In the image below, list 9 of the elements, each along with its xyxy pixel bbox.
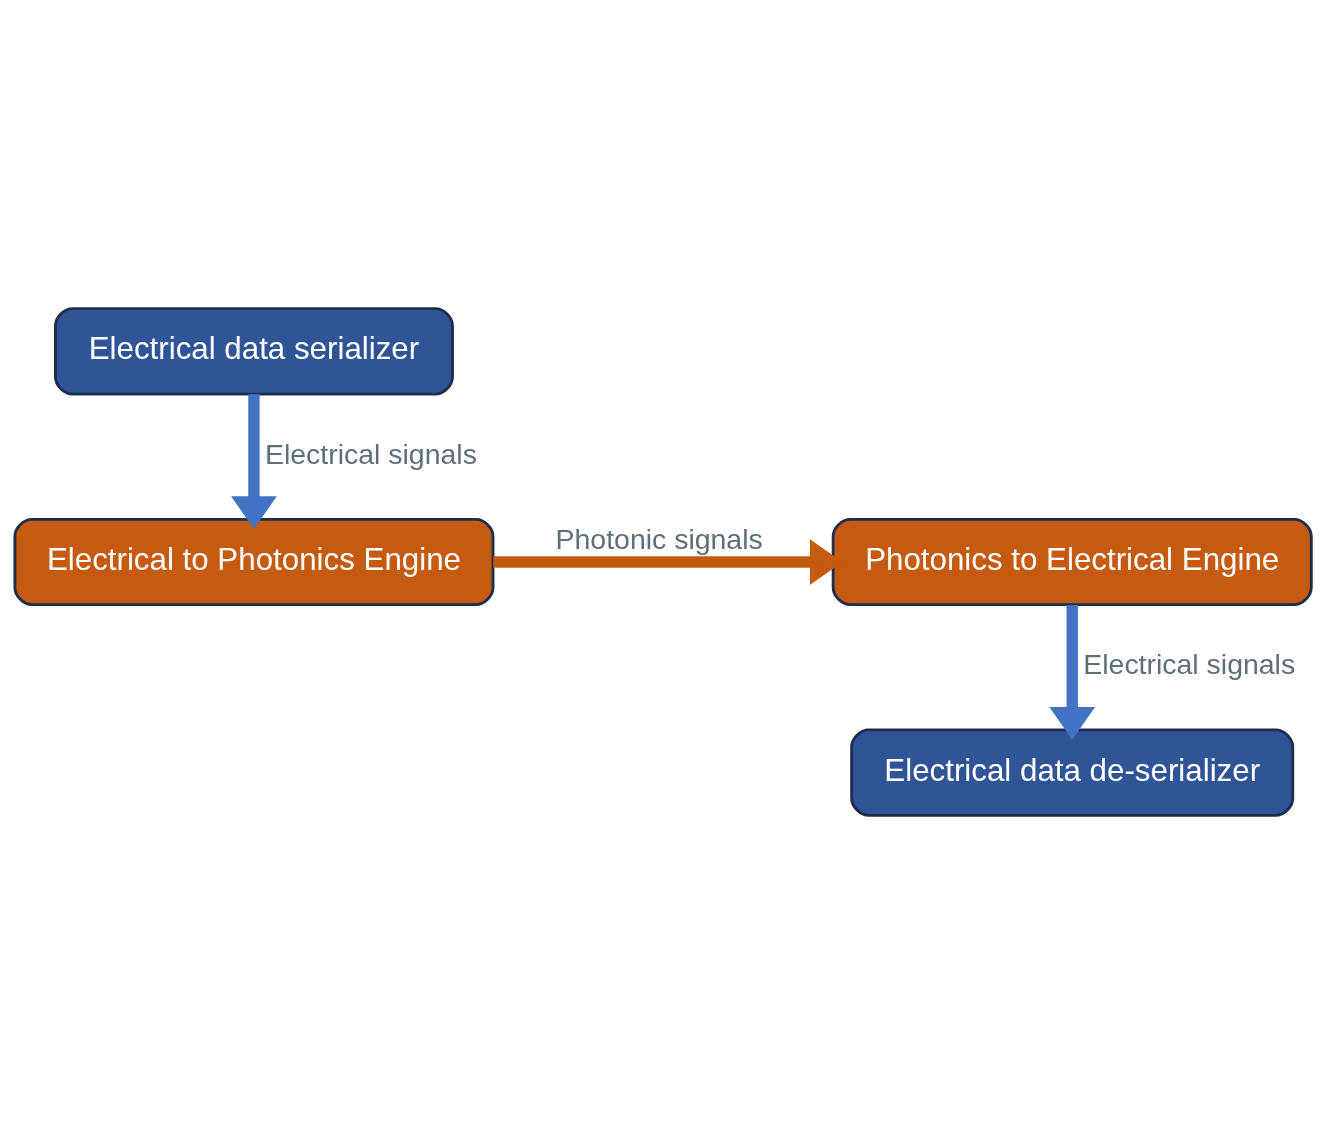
node-box: Electrical data de-serializer	[850, 728, 1295, 817]
edge-label: Electrical signals	[1083, 648, 1296, 681]
node-box: Electrical to Photonics Engine	[13, 517, 495, 607]
node-box: Photonics to Electrical Engine	[831, 517, 1313, 607]
node-box: Electrical data serializer	[54, 307, 454, 396]
arrow	[231, 394, 277, 530]
arrow	[1049, 604, 1096, 740]
edge-label: Electrical signals	[264, 437, 477, 470]
edge-label: Photonic signals	[555, 523, 763, 556]
